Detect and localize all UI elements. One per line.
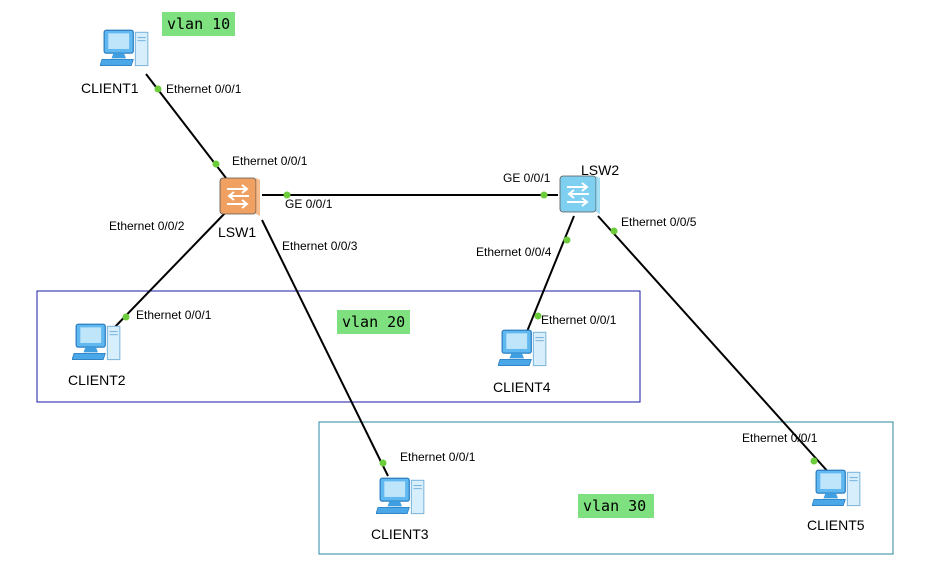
port-dot-lsw2-eth4	[563, 236, 571, 244]
port-label-client3-eth: Ethernet 0/0/1	[400, 450, 476, 464]
svg-text:vlan 10: vlan 10	[167, 15, 230, 33]
port-label-lsw2-eth4: Ethernet 0/0/4	[476, 245, 552, 259]
vlan20-label: vlan 20	[337, 310, 410, 334]
port-dot-client4	[534, 312, 542, 320]
port-label-client4-eth: Ethernet 0/0/1	[541, 313, 617, 327]
client4-label: CLIENT4	[493, 379, 551, 395]
port-dot-lsw1-eth2	[122, 313, 130, 321]
port-label-lsw1-ge: GE 0/0/1	[285, 197, 333, 211]
client2-label: CLIENT2	[68, 372, 126, 388]
lsw2-switch-icon[interactable]	[559, 175, 601, 215]
port-label-lsw1-eth1: Ethernet 0/0/1	[232, 154, 308, 168]
port-dot-lsw1-ge	[283, 191, 291, 199]
link-lsw2-client5	[597, 215, 831, 475]
svg-text:vlan 30: vlan 30	[583, 497, 646, 515]
lsw1-switch-icon[interactable]	[219, 177, 261, 217]
port-dot-lsw2-eth5	[610, 227, 618, 235]
client3-label: CLIENT3	[371, 526, 429, 542]
port-dot-lsw1-eth1	[212, 160, 220, 168]
svg-text:vlan 20: vlan 20	[342, 313, 405, 331]
port-label-client5-eth: Ethernet 0/0/1	[742, 431, 818, 445]
port-dot-lsw2-ge	[540, 191, 548, 199]
port-label-client1-eth: Ethernet 0/0/1	[166, 82, 242, 96]
port-label-lsw2-eth5: Ethernet 0/0/5	[621, 215, 697, 229]
link-lsw1-client3	[261, 219, 389, 477]
client5-label: CLIENT5	[807, 517, 865, 533]
port-label-lsw1-eth2: Ethernet 0/0/2	[109, 219, 185, 233]
client2-pc-icon[interactable]	[72, 323, 121, 361]
port-dot-client5	[810, 457, 818, 465]
lsw1-label: LSW1	[218, 224, 256, 240]
vlan10-label: vlan 10	[162, 12, 235, 36]
link-lsw1-client2	[111, 211, 227, 331]
client4-pc-icon[interactable]	[498, 329, 547, 367]
vlan20-area	[36, 290, 641, 403]
client1-pc-icon[interactable]	[100, 29, 149, 67]
port-dot-lsw1-eth3	[379, 459, 387, 467]
client1-label: CLIENT1	[81, 80, 139, 96]
port-dot-client1	[154, 85, 162, 93]
port-label-client2-eth: Ethernet 0/0/1	[136, 308, 212, 322]
client3-pc-icon[interactable]	[376, 477, 425, 515]
vlan30-label: vlan 30	[578, 494, 654, 518]
client5-pc-icon[interactable]	[812, 469, 861, 507]
link-lsw2-client4	[525, 215, 575, 335]
lsw2-label: LSW2	[581, 162, 619, 178]
port-label-lsw2-ge: GE 0/0/1	[503, 171, 551, 185]
vlan30-area	[318, 421, 894, 555]
port-label-lsw1-eth3: Ethernet 0/0/3	[282, 239, 358, 253]
